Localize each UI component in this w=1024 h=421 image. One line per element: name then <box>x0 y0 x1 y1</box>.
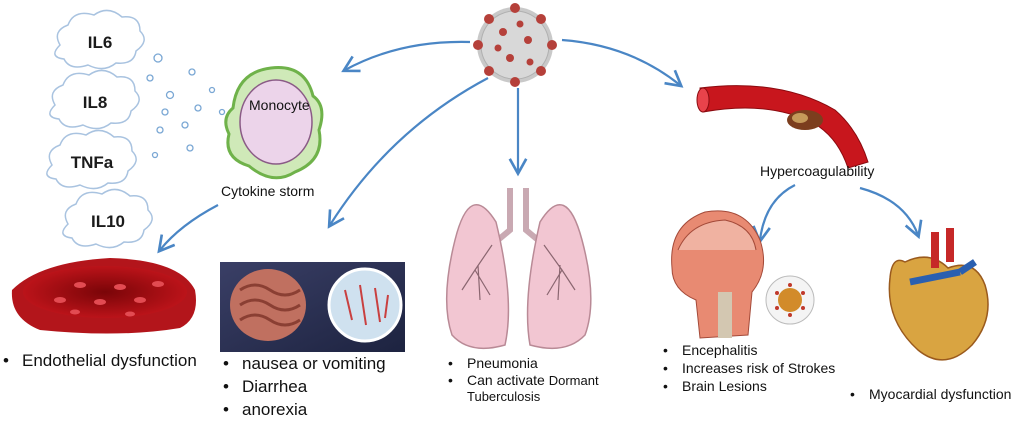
heart-image <box>888 228 989 361</box>
endothelial-item: Endothelial dysfunction <box>0 349 197 372</box>
lung-tuberculosis: Tuberculosis <box>467 389 541 404</box>
arrow-hyper-to-heart <box>859 186 923 240</box>
brain-item: Increases risk of Strokes <box>660 359 835 377</box>
monocyte-cell <box>224 66 324 180</box>
heart-item: Myocardial dysfunction <box>847 386 1011 402</box>
lung-dormant: Dormant <box>548 373 599 388</box>
brain-item: Encephalitis <box>660 341 835 359</box>
gi-item: anorexia <box>220 398 386 421</box>
arrow-storm-to-endothelium <box>157 204 219 254</box>
cytokine-storm-label: Cytokine storm <box>221 183 315 199</box>
gi-tract-image <box>220 262 405 352</box>
lungs-image <box>445 188 592 350</box>
cytokine-label-il10: IL10 <box>90 212 126 231</box>
arrow-virus-to-vessel <box>561 38 684 88</box>
lung-item: Pneumonia <box>445 355 599 372</box>
cloud-tnfa <box>46 129 137 190</box>
blood-vessel <box>696 85 869 169</box>
arrow-hyper-to-brain <box>752 184 796 245</box>
lung-item-text: Can activate <box>467 372 545 388</box>
cloud-il10 <box>62 188 153 249</box>
monocyte-label: Monocyte <box>249 97 310 113</box>
brain-item: Brain Lesions <box>660 377 835 395</box>
virus-icon <box>473 3 557 87</box>
gi-list: nausea or vomiting Diarrhea anorexia <box>220 352 386 421</box>
arrow-virus-to-gi <box>327 77 489 229</box>
hypercoagulability-label: Hypercoagulability <box>760 163 875 179</box>
heart-list: Myocardial dysfunction <box>847 386 1011 402</box>
endothelial-list: Endothelial dysfunction <box>0 349 197 372</box>
cytokine-label-il8: IL8 <box>82 93 108 112</box>
brain-list: Encephalitis Increases risk of Strokes B… <box>660 341 835 395</box>
cytokine-label-tnfa: TNFa <box>70 153 114 172</box>
lung-list: Pneumonia Can activate Dormant <box>445 355 599 389</box>
cloud-il6 <box>54 9 145 70</box>
lung-item: Can activate Dormant <box>445 372 599 389</box>
cytokine-label-il6: IL6 <box>87 33 113 52</box>
cytokine-dots <box>146 53 226 159</box>
gi-item: nausea or vomiting <box>220 352 386 375</box>
arrow-virus-to-monocyte <box>341 40 471 73</box>
gi-item: Diarrhea <box>220 375 386 398</box>
cytokine-clouds <box>46 9 153 249</box>
brain-image <box>671 210 815 339</box>
arrows <box>157 38 923 254</box>
endothelium-vessel <box>11 258 196 334</box>
cloud-il8 <box>49 69 140 130</box>
